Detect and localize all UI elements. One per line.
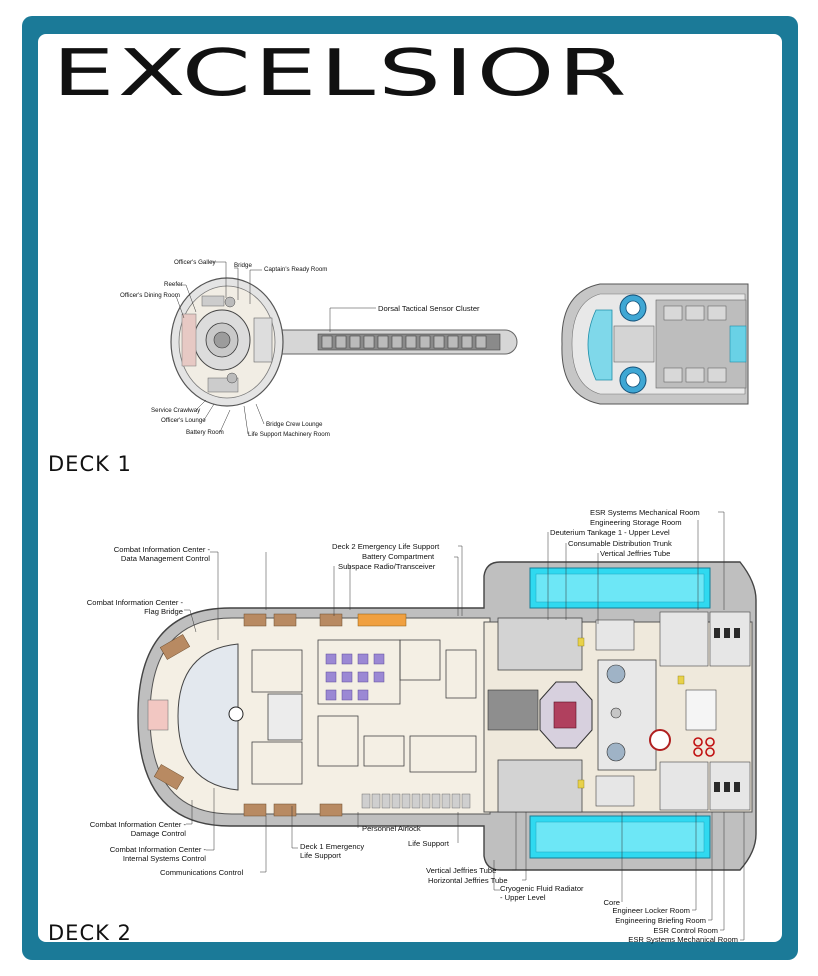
callout-cic-damage-line2: Damage Control	[130, 829, 186, 838]
callout-cic-internal-line1: Combat Information Center -	[109, 845, 206, 854]
callout-cic-internal-line2: Internal Systems Control	[122, 854, 206, 863]
callout-bridge-crew-lounge: Bridge Crew Lounge	[266, 421, 323, 428]
page-title: EXCELSIOR	[52, 37, 630, 111]
callout-deck2-emergency-life-support: Deck 2 Emergency Life Support	[332, 542, 440, 551]
callout-cryogenic-line2: - Upper Level	[500, 893, 546, 902]
callout-dorsal-tactical-sensor-cluster: Dorsal Tactical Sensor Cluster	[378, 304, 480, 313]
callout-cic-data-mgmt: Combat Information Center - Data Managem…	[72, 545, 210, 563]
callout-cic-flag-bridge: Combat Information Center - Flag Bridge	[50, 598, 183, 616]
callout-captains-ready-room: Captain's Ready Room	[264, 266, 328, 273]
callout-cic-data-mgmt-line2: Data Management Control	[120, 554, 210, 563]
callout-cic-damage-line1: Combat Information Center -	[89, 820, 186, 829]
callout-cic-internal: Combat Information Center - Internal Sys…	[70, 845, 206, 863]
callout-battery-compartment: Battery Compartment	[362, 552, 435, 561]
callout-cic-data-mgmt-line1: Combat Information Center -	[113, 545, 210, 554]
callout-horizontal-jeffries: Horizontal Jeffries Tube	[428, 876, 508, 885]
callout-engineer-locker-room: Engineer Locker Room	[612, 906, 690, 915]
deck2-label: DECK 2	[48, 921, 132, 945]
callout-cic-damage-control: Combat Information Center - Damage Contr…	[56, 820, 186, 838]
callout-reefer: Reefer	[164, 281, 183, 288]
callout-vertical-jeffries-top: Vertical Jeffries Tube	[600, 549, 671, 558]
callout-bridge: Bridge	[234, 262, 252, 269]
callout-esr-control-room: ESR Control Room	[653, 926, 718, 935]
callout-engineering-briefing-room: Engineering Briefing Room	[615, 916, 706, 925]
callout-deck1-els-line1: Deck 1 Emergency	[300, 842, 365, 851]
callout-officers-lounge: Officer's Lounge	[161, 417, 206, 424]
callout-life-support: Life Support	[408, 839, 449, 848]
callout-officers-galley: Officer's Galley	[174, 259, 216, 266]
callout-esr-mech-bottom: ESR Systems Mechanical Room	[628, 935, 738, 944]
callout-cic-flag-line1: Combat Information Center -	[86, 598, 183, 607]
callout-subspace-radio: Subspace Radio/Transceiver	[338, 562, 436, 571]
callout-life-support-machinery-room: Life Support Machinery Room	[248, 431, 330, 438]
callout-vertical-jeffries-bottom: Vertical Jeffries Tube	[426, 866, 497, 875]
callout-deck1-emergency-life-support: Deck 1 Emergency Life Support	[300, 842, 364, 860]
callout-deck1-els-line2: Life Support	[300, 851, 341, 860]
callout-communications-control: Communications Control	[160, 868, 244, 877]
deck1-aux-plan	[561, 283, 749, 405]
callout-deuterium: Deuterium Tankage 1 - Upper Level	[550, 528, 670, 537]
deck1-plan	[170, 261, 518, 435]
callout-cryogenic-line1: Cryogenic Fluid Radiator	[500, 884, 584, 893]
callout-service-crawlway: Service Crawlway	[151, 407, 201, 414]
callout-battery-room: Battery Room	[186, 429, 224, 436]
callout-esr-mech-top: ESR Systems Mechanical Room	[590, 508, 700, 517]
callout-cic-flag-line2: Flag Bridge	[144, 607, 183, 616]
callout-officers-dining-room: Officer's Dining Room	[120, 292, 180, 299]
callout-consumable-trunk: Consumable Distribution Trunk	[568, 539, 672, 548]
callout-cryogenic-radiator: Cryogenic Fluid Radiator - Upper Level	[500, 884, 584, 902]
callout-core: Core	[603, 898, 620, 907]
deck1-label: DECK 1	[48, 452, 132, 476]
deck2-plan	[137, 511, 757, 941]
callout-personnel-airlock: Personnel Airlock	[362, 824, 421, 833]
callout-eng-storage: Engineering Storage Room	[590, 518, 682, 527]
